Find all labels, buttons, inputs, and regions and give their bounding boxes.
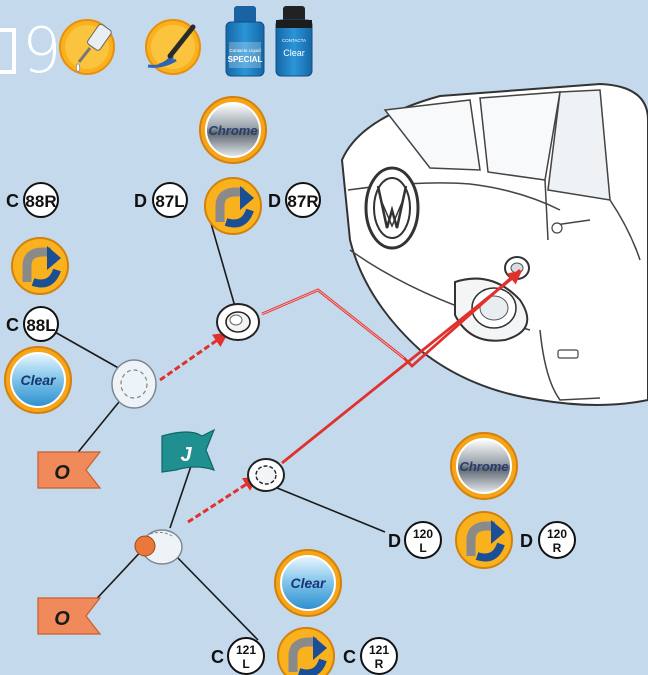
contacta-clear-bottle: CONTACTA Clear xyxy=(276,6,312,76)
part-c121r-code-bottom: R xyxy=(375,657,384,671)
flag-orange-lower-label: O xyxy=(54,608,70,630)
clear-label-bottom: Clear xyxy=(290,575,327,591)
part-c88l-code: 88L xyxy=(26,316,55,335)
part-c121r-code-top: 121 xyxy=(369,643,389,657)
part-d120l-code-bottom: L xyxy=(419,541,426,555)
glue-icon xyxy=(60,20,114,74)
vw-bus-front-view xyxy=(342,84,648,405)
special-bottle-line1: Contacta Liquid xyxy=(229,48,261,53)
clear-label-left: Clear xyxy=(20,372,57,388)
turn-over-icon-right xyxy=(456,512,512,568)
part-label-c88r: C 88R xyxy=(6,183,58,217)
indicator-lens-orange-lower xyxy=(135,530,182,564)
part-label-d120l: D 120 L xyxy=(388,522,441,558)
chrome-badge-right: Chrome xyxy=(451,433,517,499)
part-c88l-sprue: C xyxy=(6,315,19,335)
part-c121l-sprue: C xyxy=(211,647,224,667)
part-c88r-sprue: C xyxy=(6,191,19,211)
part-d120r-sprue: D xyxy=(520,531,533,551)
color-flag-orange-upper: O xyxy=(38,452,100,488)
part-d87l-sprue: D xyxy=(134,191,147,211)
arrow-lower-lens xyxy=(188,478,256,522)
chrome-label-right: Chrome xyxy=(459,459,508,474)
part-d120r-code-top: 120 xyxy=(547,527,567,541)
arrow-upper-lens xyxy=(160,334,226,380)
turn-over-icon-top xyxy=(205,178,261,234)
indicator-bezel-lower xyxy=(248,459,284,491)
step-number-cut xyxy=(0,30,14,72)
part-label-c88l: C 88L xyxy=(6,307,58,341)
flag-teal-label: J xyxy=(180,444,192,466)
step-number: 9 xyxy=(22,14,61,87)
flag-orange-upper-label: O xyxy=(54,462,70,484)
part-d120l-code-top: 120 xyxy=(413,527,433,541)
part-d120r-code-bottom: R xyxy=(553,541,562,555)
clear-bottle-line1: CONTACTA xyxy=(282,38,306,43)
part-d120l-sprue: D xyxy=(388,531,401,551)
part-c121r-sprue: C xyxy=(343,647,356,667)
part-label-c121r: C 121 R xyxy=(343,638,397,674)
color-flag-orange-lower: O xyxy=(38,598,100,634)
part-d87l-code: 87L xyxy=(155,192,184,211)
clear-badge-bottom: Clear xyxy=(275,550,341,616)
clear-badge-left: Clear xyxy=(5,347,71,413)
contacta-special-bottle: Contacta Liquid SPECIAL xyxy=(226,6,264,76)
turn-over-icon-left xyxy=(12,238,68,294)
indicator-lens-clear-upper xyxy=(112,360,156,408)
chrome-badge-top: Chrome xyxy=(200,97,266,163)
part-label-d87r: D 87R xyxy=(268,183,320,217)
indicator-bezel-upper xyxy=(217,304,259,340)
part-c121l-code-bottom: L xyxy=(242,657,249,671)
part-label-d120r: D 120 R xyxy=(520,522,575,558)
part-label-d87l: D 87L xyxy=(134,183,187,217)
special-bottle-line2: SPECIAL xyxy=(228,55,263,64)
brush-icon xyxy=(146,20,200,74)
part-c88r-code: 88R xyxy=(25,192,56,211)
clear-bottle-line2: Clear xyxy=(283,48,305,58)
part-c121l-code-top: 121 xyxy=(236,643,256,657)
turn-over-icon-bottom xyxy=(278,628,334,675)
part-d87r-code: 87R xyxy=(287,192,318,211)
color-flag-teal: J xyxy=(162,430,214,472)
chrome-label-top: Chrome xyxy=(208,123,257,138)
part-d87r-sprue: D xyxy=(268,191,281,211)
part-label-c121l: C 121 L xyxy=(211,638,264,674)
